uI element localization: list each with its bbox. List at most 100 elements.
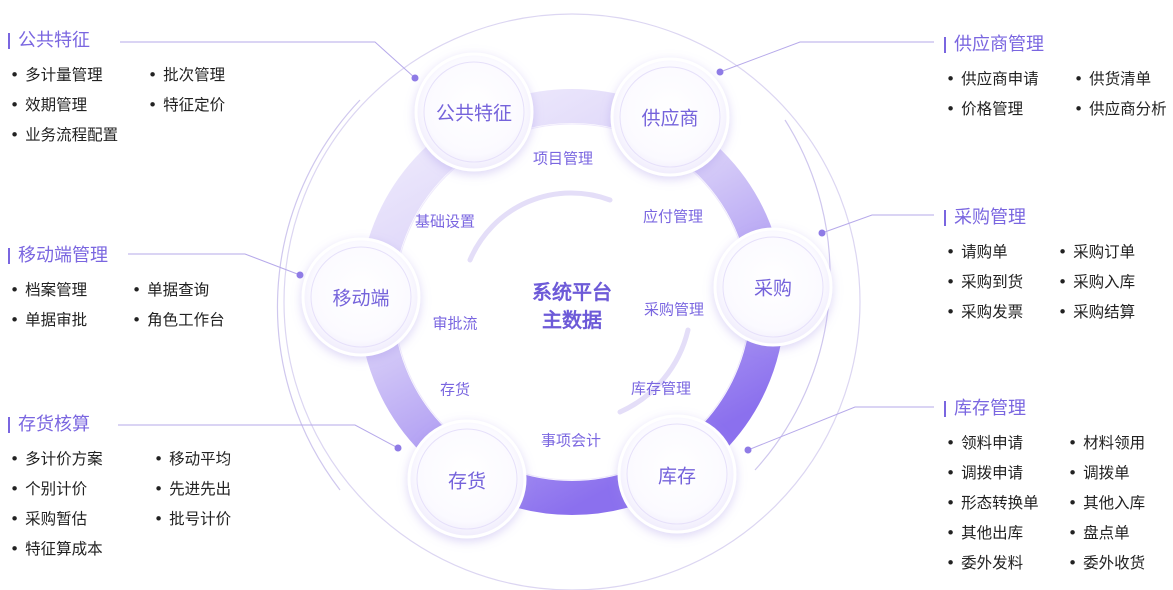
list-item: 多计价方案 <box>10 447 134 471</box>
list-item: 采购发票 <box>946 300 1038 324</box>
node-label-gonggong: 公共特征 <box>435 102 513 125</box>
panel-kucun: 库存管理 领料申请 材料领用 调拨申请 调拨单 形态转换单 其他入库 其他出库 … <box>944 397 1168 575</box>
title-bar-icon <box>944 401 946 417</box>
title-bar-icon <box>8 33 10 49</box>
ring-label-jichu: 基础设置 <box>414 212 476 231</box>
list-item: 其他入库 <box>1068 491 1168 515</box>
panel-title-yidong: 移动端管理 <box>8 244 242 268</box>
list-item: 个别计价 <box>10 477 134 501</box>
panel-items-caigou: 请购单 采购订单 采购到货 采购入库 采购发票 采购结算 <box>944 240 1158 324</box>
node-label-cunhuo: 存货 <box>447 470 487 493</box>
panel-gongying: 供应商管理 供应商申请 供货清单 价格管理 供应商分析 <box>944 33 1173 121</box>
ring-label-caigouguanli: 采购管理 <box>643 300 705 319</box>
connector-caigou <box>821 214 934 234</box>
panel-caigou: 采购管理 请购单 采购订单 采购到货 采购入库 采购发票 采购结算 <box>944 206 1158 324</box>
list-item: 批次管理 <box>148 63 248 87</box>
panel-yidong: 移动端管理 档案管理 单据查询 单据审批 角色工作台 <box>8 244 242 332</box>
connector-yidong <box>128 253 301 276</box>
list-item: 价格管理 <box>946 97 1054 121</box>
ring-label-xiangmu: 项目管理 <box>532 149 594 168</box>
center-title: 系统平台 主数据 <box>532 278 612 334</box>
list-item: 材料领用 <box>1068 431 1168 455</box>
center-glow <box>492 222 652 382</box>
connector-kucun <box>747 406 934 451</box>
ring-label-cunhuo: 存货 <box>439 380 471 399</box>
panel-title-caigou: 采购管理 <box>944 206 1158 230</box>
panel-title-text: 采购管理 <box>954 207 1026 228</box>
title-bar-icon <box>944 37 946 53</box>
list-item: 角色工作台 <box>132 308 242 332</box>
list-item: 供货清单 <box>1074 67 1173 91</box>
ring-label-shixiang: 事项会计 <box>540 431 602 450</box>
connector-dot-gonggong <box>411 74 419 82</box>
list-item: 其他出库 <box>946 521 1048 545</box>
node-label-yidongduan: 移动端 <box>332 287 390 310</box>
list-item: 请购单 <box>946 240 1038 264</box>
list-item: 单据查询 <box>132 278 242 302</box>
connector-dot-gongying <box>716 68 724 76</box>
list-item: 采购结算 <box>1058 300 1158 324</box>
list-item: 先进先出 <box>154 477 254 501</box>
panel-title-text: 供应商管理 <box>954 34 1044 55</box>
list-item: 委外收货 <box>1068 551 1168 575</box>
list-item: 采购订单 <box>1058 240 1158 264</box>
list-item: 多计量管理 <box>10 63 128 87</box>
list-item: 委外发料 <box>946 551 1048 575</box>
center-title-line2: 主数据 <box>542 308 602 332</box>
list-item: 采购暂估 <box>10 507 134 531</box>
inner-arc-top <box>467 190 613 263</box>
connector-gonggong <box>120 41 416 79</box>
ring-label-kucunguanli: 库存管理 <box>630 379 692 398</box>
list-item: 领料申请 <box>946 431 1048 455</box>
node-ring-yidongduan <box>310 246 412 348</box>
node-ring-caigou <box>722 236 824 338</box>
panel-items-gonggong: 多计量管理 批次管理 效期管理 特征定价 业务流程配置 <box>8 63 248 147</box>
node-kucun <box>617 414 737 534</box>
panel-title-text: 移动端管理 <box>18 245 108 266</box>
title-bar-icon <box>944 210 946 226</box>
connector-cunhuo <box>118 424 399 449</box>
panel-title-text: 库存管理 <box>954 398 1026 419</box>
connector-gongying <box>719 41 934 73</box>
list-item: 档案管理 <box>10 278 112 302</box>
list-item: 采购入库 <box>1058 270 1158 294</box>
connector-dot-caigou <box>818 229 826 237</box>
list-item: 供应商申请 <box>946 67 1054 91</box>
connector-dot-yidong <box>296 271 304 279</box>
panel-items-yidong: 档案管理 单据查询 单据审批 角色工作台 <box>8 278 242 332</box>
list-item: 调拨申请 <box>946 461 1048 485</box>
node-ring-gongyingshang <box>619 66 721 168</box>
list-item: 单据审批 <box>10 308 112 332</box>
node-yidongduan <box>301 237 421 357</box>
panel-title-text: 存货核算 <box>18 414 90 435</box>
node-caigou <box>713 227 833 347</box>
panel-cunhuo: 存货核算 多计价方案 移动平均 个别计价 先进先出 采购暂估 批号计价 特征算成… <box>8 413 254 561</box>
list-item: 调拨单 <box>1068 461 1168 485</box>
list-item: 供应商分析 <box>1074 97 1173 121</box>
list-item: 效期管理 <box>10 93 128 117</box>
list-item: 批号计价 <box>154 507 254 531</box>
panel-title-gongying: 供应商管理 <box>944 33 1173 57</box>
node-cunhuo <box>407 419 527 539</box>
connector-dot-cunhuo <box>394 444 402 452</box>
title-bar-icon <box>8 248 10 264</box>
node-ring-kucun <box>626 423 728 525</box>
node-label-gongyingshang: 供应商 <box>641 107 699 130</box>
list-item: 特征定价 <box>148 93 248 117</box>
node-ring-cunhuo <box>416 428 518 530</box>
ring-label-shenpi: 审批流 <box>432 314 478 333</box>
list-item: 特征算成本 <box>10 537 134 561</box>
inner-arc-bottom <box>617 327 691 415</box>
panel-title-text: 公共特征 <box>18 30 90 51</box>
list-item: 业务流程配置 <box>10 123 128 147</box>
node-gonggong <box>414 52 534 172</box>
title-bar-icon <box>8 417 10 433</box>
node-label-kucun: 库存 <box>657 465 697 488</box>
ring-label-yingfu: 应付管理 <box>642 207 704 226</box>
node-gongyingshang <box>610 57 730 177</box>
list-item: 盘点单 <box>1068 521 1168 545</box>
connector-dot-kucun <box>744 446 752 454</box>
panel-gonggong: 公共特征 多计量管理 批次管理 效期管理 特征定价 业务流程配置 <box>8 29 248 147</box>
center-title-line1: 系统平台 <box>532 280 612 304</box>
